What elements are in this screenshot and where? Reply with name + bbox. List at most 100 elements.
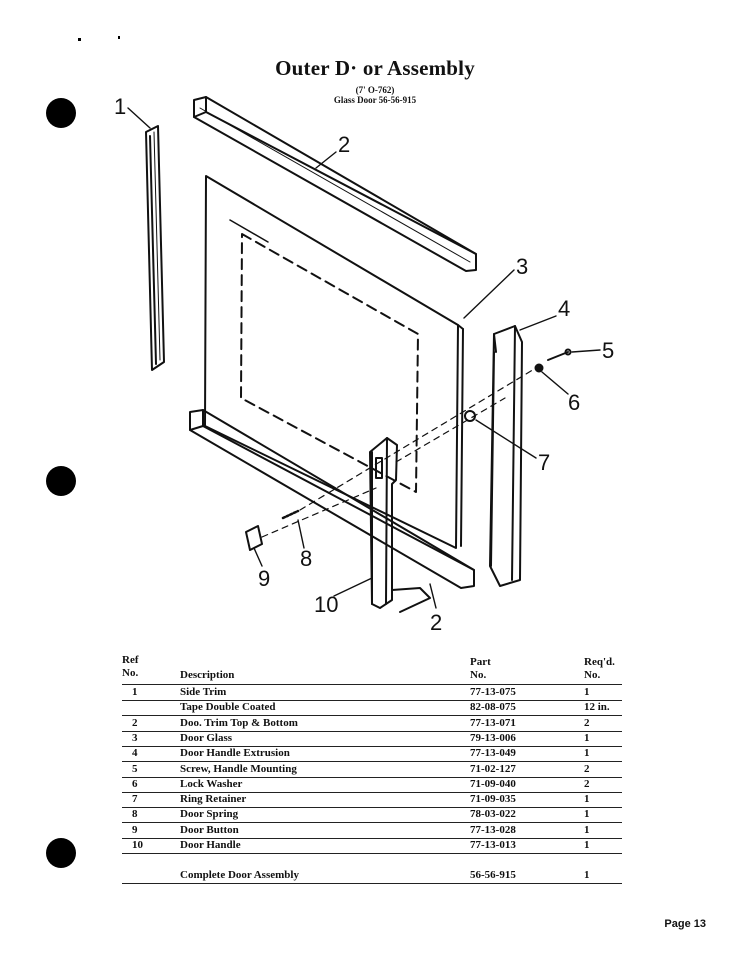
table-row: 10 Door Handle 77-13-013 1 (122, 839, 622, 854)
total-description: Complete Door Assembly (180, 869, 299, 881)
table-row: 9 Door Button 77-13-028 1 (122, 824, 622, 839)
cell-ref: 10 (132, 839, 143, 851)
callout-10: 10 (314, 592, 338, 617)
binder-hole-bottom (46, 838, 76, 868)
door-handle-extrusion-part (489, 325, 523, 587)
table-row: 3 Door Glass 79-13-006 1 (122, 732, 622, 747)
cell-reqd: 12 in. (584, 701, 610, 714)
cell-part-no: 71-02-127 (470, 762, 516, 775)
cell-part-no: 77-13-028 (470, 823, 516, 836)
cell-part-no: 77-13-075 (470, 686, 516, 698)
cell-reqd: 1 (584, 686, 590, 698)
header-reqd-no: Req'd. No. (584, 656, 615, 681)
side-trim-part (145, 125, 165, 371)
cell-description: Lock Washer (180, 777, 243, 790)
header-part-no: Part No. (470, 656, 491, 681)
callout-1: 1 (114, 94, 126, 119)
cell-reqd: 1 (584, 731, 590, 744)
table-row-rule (122, 776, 622, 778)
cell-reqd: 1 (584, 823, 590, 836)
table-header-rule (122, 684, 622, 685)
table-row-rule (122, 715, 622, 717)
door-trim-top-part (193, 96, 477, 272)
callout-8: 8 (300, 546, 312, 571)
cell-reqd: 1 (584, 839, 590, 851)
cell-reqd: 1 (584, 747, 590, 760)
cell-description: Screw, Handle Mounting (180, 762, 297, 775)
cell-description: Ring Retainer (180, 793, 247, 806)
table-row-rule (122, 730, 622, 732)
cell-part-no: 77-13-071 (470, 716, 516, 729)
callout-6: 6 (568, 390, 580, 415)
door-handle-part (369, 437, 431, 613)
cell-description: Door Handle Extrusion (180, 747, 290, 760)
cell-part-no: 82-08-075 (470, 701, 516, 714)
cell-part-no: 71-09-035 (470, 793, 516, 806)
header-description: Description (180, 669, 235, 681)
callout-2-top: 2 (338, 132, 350, 157)
table-row: 4 Door Handle Extrusion 77-13-049 1 (122, 747, 622, 762)
cell-description: Door Handle (180, 839, 241, 851)
callout-9: 9 (258, 566, 270, 591)
total-reqd: 1 (584, 869, 590, 881)
cell-reqd: 2 (584, 762, 590, 775)
table-row-rule (122, 822, 622, 824)
cell-part-no: 78-03-022 (470, 808, 516, 821)
door-trim-bottom-part (189, 409, 475, 589)
cell-description: Door Glass (180, 731, 233, 744)
cell-reqd: 2 (584, 716, 590, 729)
callout-5: 5 (602, 338, 614, 363)
scan-speck (78, 38, 81, 41)
cell-description: Door Button (180, 823, 239, 836)
handle-mounting-screw-part (547, 348, 572, 361)
door-button-part (245, 525, 263, 551)
callout-4: 4 (558, 296, 570, 321)
page-title: Outer D· or Assembly (275, 56, 475, 80)
header-ref: Ref No. (122, 654, 139, 679)
cell-ref: 1 (132, 686, 138, 698)
scan-speck (118, 36, 120, 39)
cell-reqd: 1 (584, 808, 590, 821)
cell-reqd: 1 (584, 793, 590, 806)
total-part-no: 56-56-915 (470, 869, 516, 881)
table-total-row: Complete Door Assembly 56-56-915 1 (122, 869, 622, 884)
table-row-rule (122, 853, 622, 854)
table-row: Tape Double Coated 82-08-075 12 in. (122, 701, 622, 716)
cell-description: Tape Double Coated (180, 701, 276, 714)
cell-ref: 6 (132, 777, 138, 790)
table-bottom-rule (122, 883, 622, 884)
binder-hole-top (46, 98, 76, 128)
table-row-rule (122, 807, 622, 809)
cell-ref: 4 (132, 747, 138, 760)
cell-ref: 2 (132, 716, 138, 729)
cell-ref: 8 (132, 808, 138, 821)
table-row-rule (122, 837, 622, 839)
callout-2-bottom: 2 (430, 610, 442, 635)
cell-ref: 9 (132, 823, 138, 836)
table-row-rule (122, 700, 622, 701)
door-spring-part (281, 509, 300, 520)
cell-reqd: 2 (584, 777, 590, 790)
door-glass-part (204, 175, 464, 549)
binder-hole-middle (46, 466, 76, 496)
cell-part-no: 77-13-013 (470, 839, 516, 851)
table-row-rule (122, 791, 622, 793)
callout-7: 7 (538, 450, 550, 475)
cell-ref: 3 (132, 731, 138, 744)
callout-3: 3 (516, 254, 528, 279)
table-row-rule (122, 761, 622, 763)
page-subtitle-glass-door: Glass Door 56-56-915 (333, 95, 417, 105)
page-subtitle-model: (7' O-762) (355, 85, 395, 95)
cell-description: Door Spring (180, 808, 239, 821)
table-row: 2 Doo. Trim Top & Bottom 77-13-071 2 (122, 717, 622, 732)
cell-part-no: 77-13-049 (470, 747, 516, 760)
table-row: 8 Door Spring 78-03-022 1 (122, 808, 622, 823)
cell-part-no: 79-13-006 (470, 731, 516, 744)
page-number: Page 13 (664, 918, 706, 930)
cell-description: Doo. Trim Top & Bottom (180, 716, 298, 729)
